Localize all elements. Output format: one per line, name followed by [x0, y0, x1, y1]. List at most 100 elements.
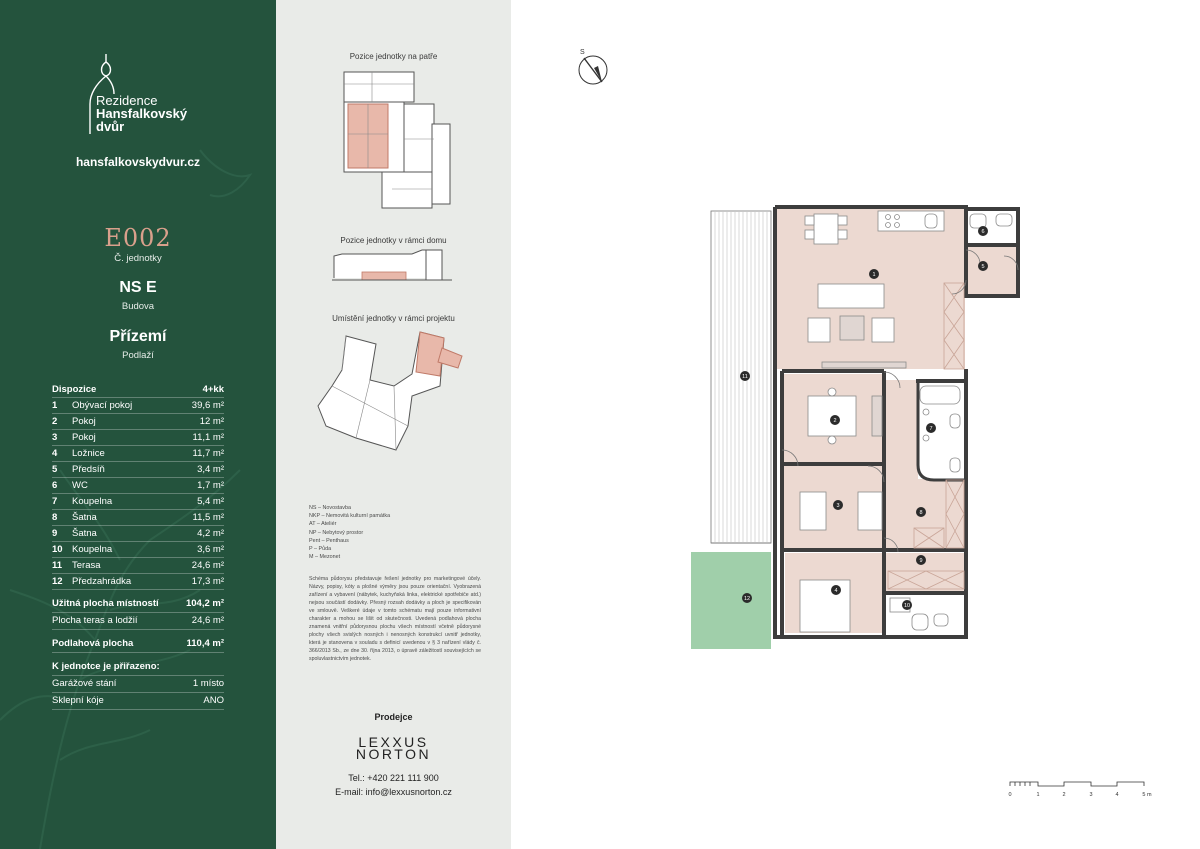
room-marker-label: 5 [981, 264, 984, 270]
room-number: 12 [52, 576, 63, 587]
room-marker: 7 [926, 423, 936, 433]
room-name: Předzahrádka [72, 576, 132, 587]
scale-label: 4 [1115, 792, 1118, 798]
room-marker-label: 12 [744, 596, 750, 602]
room-marker: 5 [978, 261, 988, 271]
assigned-title-row: K jednotce je přiřazeno: [52, 659, 224, 676]
scale-label: 5 m [1142, 792, 1152, 798]
seller-logo-line-1: LEXXUS [358, 734, 429, 750]
room-marker-label: 9 [919, 558, 922, 564]
room-number: 8 [52, 512, 58, 523]
room-number: 2 [52, 416, 58, 427]
room-number: 6 [52, 480, 58, 491]
room-name: Předsíň [72, 464, 105, 475]
room-area: 3,6 m² [197, 544, 224, 555]
north-arrow-icon: S [578, 49, 608, 85]
legend-item: AT – Ateliér [309, 521, 337, 528]
scale-label: 0 [1008, 792, 1011, 798]
room-marker-label: 6 [981, 229, 984, 235]
room-marker: 1 [869, 269, 879, 279]
room-marker: 9 [916, 555, 926, 565]
room-marker-label: 7 [929, 426, 932, 432]
room-marker-label: 1 [872, 272, 875, 278]
room-name: Pokoj [72, 432, 96, 443]
house-position-diagram [332, 249, 452, 281]
info-panel: Rezidence Hansfalkovský dvůr hansfalkovs… [0, 0, 276, 849]
seller-email[interactable]: E-mail: info@lexxusnorton.cz [335, 787, 452, 797]
layout-title: Dispozice [52, 384, 97, 395]
unit-code: E002 [104, 224, 172, 252]
room-marker: 10 [902, 600, 912, 610]
floor-name: Přízemí [109, 328, 167, 345]
furniture [799, 210, 1013, 633]
brand-line-2: Hansfalkovský [96, 106, 188, 121]
garage-label: Garážové stání [52, 678, 117, 689]
scale-label: 3 [1089, 792, 1092, 798]
room-number: 5 [52, 464, 58, 475]
room-row: 5 Předsíň 3,4 m² [52, 462, 224, 478]
terrace-area-row: Plocha teras a lodžií 24,6 m² [52, 613, 224, 630]
website-link[interactable]: hansfalkovskydvur.cz [75, 155, 201, 169]
layout-header-row: Dispozice 4+kk [52, 382, 224, 398]
room-name: Šatna [72, 528, 97, 539]
usable-area-label: Užitná plocha místností [52, 598, 159, 609]
wardrobes [887, 282, 965, 590]
unit-code-label: Č. jednotky [114, 253, 162, 264]
room-name: Koupelna [72, 544, 113, 555]
legend-item: Pent – Penthaus [309, 537, 349, 544]
north-arrow-label: S [580, 49, 585, 56]
room-marker: 4 [831, 585, 841, 595]
room-name: WC [72, 480, 88, 491]
garage-value: 1 místo [192, 678, 224, 689]
seller-logo-line-2: NORTON [355, 746, 432, 762]
legend-item: NP – Nebytový prostor [309, 529, 364, 536]
decorative-tree-illustration [0, 149, 253, 849]
layout-value: 4+kk [202, 384, 224, 395]
room-marker-label: 11 [742, 374, 748, 380]
room-number: 11 [52, 560, 63, 571]
room-marker-label: 8 [919, 510, 922, 516]
seller-logo: LEXXUS NORTON [276, 734, 511, 762]
room-area: 24,6 m² [191, 560, 224, 571]
brand-line-3: dvůr [96, 119, 125, 134]
walls [773, 205, 1020, 639]
seller-phone[interactable]: Tel.: +420 221 111 900 [348, 773, 439, 783]
room-area: 3,4 m² [197, 464, 224, 475]
terrace-area-label: Plocha teras a lodžií [52, 615, 138, 626]
room-area: 4,2 m² [197, 528, 224, 539]
room-marker: 3 [833, 500, 843, 510]
room-name: Terasa [72, 560, 101, 571]
room-marker-label: 3 [836, 503, 839, 509]
brand-line-1: Rezidence [96, 93, 158, 108]
project-position-caption: Umístění jednotky v rámci projektu [332, 314, 455, 323]
room-marker-label: 2 [833, 418, 836, 424]
room-name: Šatna [72, 512, 97, 523]
assigned-title: K jednotce je přiřazeno: [52, 661, 160, 672]
cellar-value: ANO [203, 695, 224, 706]
room-number: 3 [52, 432, 58, 443]
room-marker: 11 [740, 371, 750, 381]
project-position-diagram [317, 331, 463, 451]
location-panel: Pozice jednotky na patře Pozice jednotky… [276, 0, 511, 849]
room-area: 11,5 m² [192, 512, 224, 523]
room-area: 17,3 m² [191, 576, 224, 587]
building-label: Budova [121, 301, 155, 312]
house-position-caption: Pozice jednotky v rámci domu [340, 236, 447, 245]
legend-item: P – Půda [309, 546, 332, 553]
room-number: 9 [52, 528, 58, 539]
floor-position-diagram [343, 71, 451, 209]
room-number: 4 [52, 448, 58, 459]
cellar-label: Sklepní kóje [52, 695, 104, 706]
usable-area-value: 104,2 m² [185, 598, 224, 609]
room-number: 1 [52, 400, 58, 411]
room-row: 12 Předzahrádka 17,3 m² [52, 574, 224, 590]
